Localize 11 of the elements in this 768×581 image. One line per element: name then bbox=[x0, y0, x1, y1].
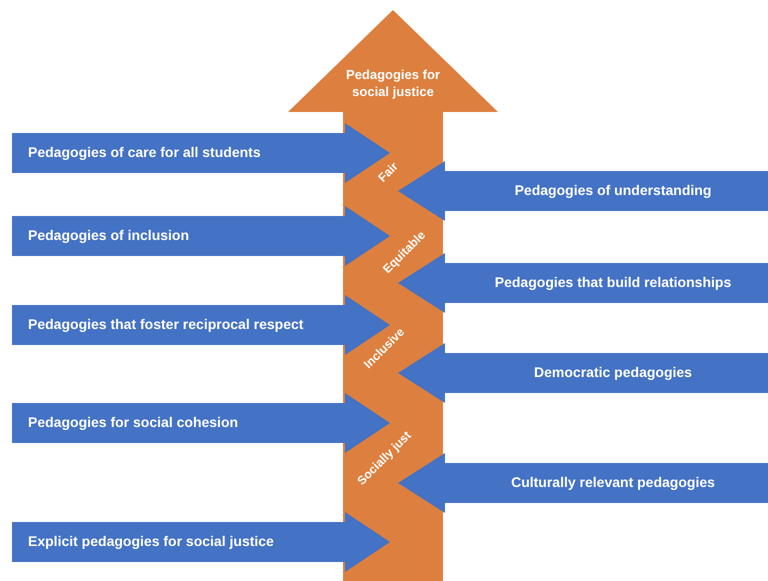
arrow-text: Pedagogies of understanding bbox=[514, 182, 712, 198]
arrow-text: Pedagogies of inclusion bbox=[28, 227, 190, 243]
arrow-text: Explicit pedagogies for social justice bbox=[28, 533, 274, 549]
arrow-text: Pedagogies that build relationships bbox=[494, 274, 732, 290]
arrow-text: Culturally relevant pedagogies bbox=[510, 474, 716, 490]
arrow-text: Pedagogies that foster reciprocal respect bbox=[28, 316, 304, 332]
arrow-text: Pedagogies of care for all students bbox=[28, 144, 261, 160]
arrow-text: Democratic pedagogies bbox=[533, 364, 693, 380]
arrow-text: Pedagogies for social cohesion bbox=[28, 414, 238, 430]
stage-label: Fair bbox=[375, 159, 401, 185]
arrow-title: Pedagogies for social justice bbox=[345, 66, 441, 100]
